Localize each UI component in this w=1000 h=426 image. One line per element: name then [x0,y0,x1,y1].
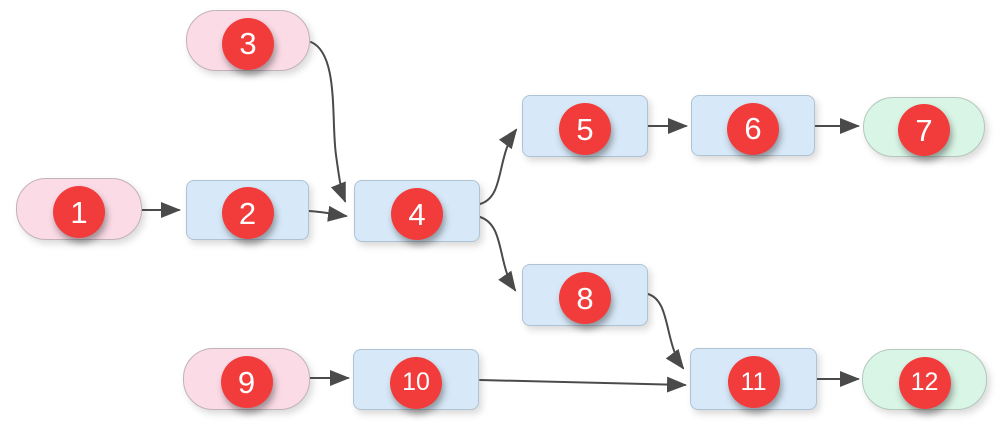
node-6-label: 6 [744,111,762,146]
node-11[interactable]: 11 [690,348,817,410]
node-1[interactable]: 1 [16,178,142,240]
node-9-badge: 9 [220,356,273,408]
node-9-label: 9 [237,364,256,400]
node-10-badge: 10 [390,356,442,409]
node-11-label: 11 [740,367,767,396]
node-7-label: 7 [915,112,933,148]
edge-8-11 [647,293,685,370]
node-1-label: 1 [70,194,88,230]
node-8-badge: 8 [559,272,611,324]
edge-4-8 [479,216,517,292]
edge-3-4 [310,41,346,203]
node-12[interactable]: 12 [862,349,987,410]
node-3-label: 3 [239,26,257,61]
node-7-badge: 7 [898,104,950,156]
node-10-label: 10 [402,368,430,396]
node-2-badge: 2 [221,187,274,239]
node-11-badge: 11 [727,356,780,408]
node-10[interactable]: 10 [353,349,479,410]
edge-4-5 [479,128,518,205]
node-4-badge: 4 [391,188,443,240]
node-2-label: 2 [238,195,257,231]
node-8[interactable]: 8 [522,264,648,326]
edge-10-11 [479,376,687,393]
node-8-label: 8 [576,280,594,316]
node-6-badge: 6 [727,102,779,155]
node-4[interactable]: 4 [354,180,480,242]
edge-2-4 [308,205,348,222]
node-4-label: 4 [408,196,426,232]
node-2[interactable]: 2 [186,180,309,240]
node-5-label: 5 [576,111,594,147]
node-5-badge: 5 [559,103,611,155]
node-9[interactable]: 9 [183,348,310,410]
node-3-badge: 3 [222,17,274,70]
node-6[interactable]: 6 [691,95,815,156]
node-1-badge: 1 [53,186,105,238]
node-7[interactable]: 7 [863,97,985,157]
node-5[interactable]: 5 [522,95,648,157]
node-12-badge: 12 [898,356,951,409]
node-3[interactable]: 3 [186,10,310,71]
node-12-label: 12 [910,368,939,396]
